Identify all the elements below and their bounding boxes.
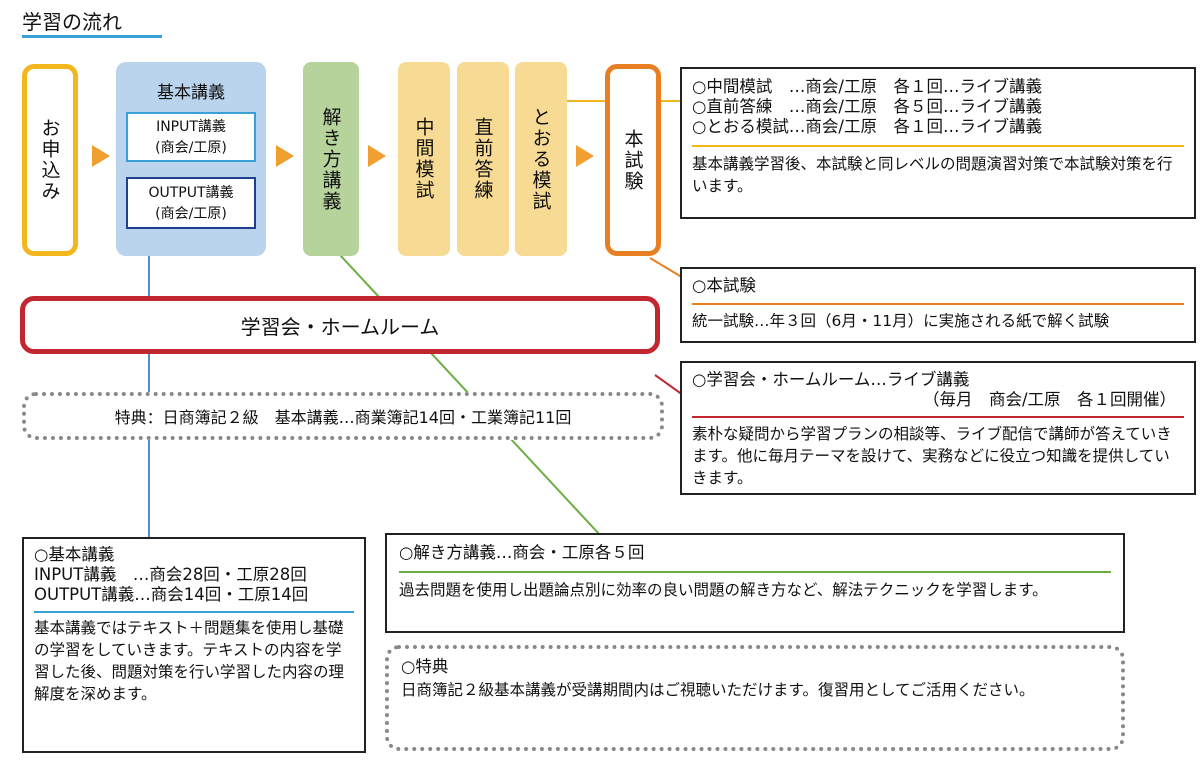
- perk-info-box: ○特典 日商簿記２級基本講義が受講期間内はご視聴いただけます。復習用としてご活用…: [385, 645, 1125, 751]
- exam-info-divider: [692, 303, 1184, 305]
- solving-info-divider: [399, 571, 1111, 573]
- homeroom-banner: 学習会・ホームルーム: [20, 296, 660, 354]
- basic-info-divider: [34, 611, 354, 613]
- mock-info-line-3: ○とおる模試…商会/工原 各１回…ライブ講義: [692, 117, 1042, 136]
- homeroom-info-line-2: （毎月 商会/工原 各１回開催）: [922, 390, 1176, 409]
- homeroom-info-box: ○学習会・ホームルーム…ライブ講義 （毎月 商会/工原 各１回開催） 素朴な疑問…: [680, 361, 1196, 495]
- pass-mock-label: とおる模試: [529, 106, 552, 212]
- basic-info-line-3: OUTPUT講義…商会14回・工原14回: [34, 585, 309, 604]
- homeroom-info-body: 素朴な疑問から学習プランの相談等、ライブ配信で講師が答えていきます。他に毎月テー…: [692, 425, 1172, 487]
- perk-banner-label: 特典：日商簿記２級 基本講義…商業簿記14回・工業簿記11回: [114, 408, 572, 427]
- output-lecture-sub: (商会/工原): [155, 206, 227, 222]
- apply-label: お申込み: [38, 118, 61, 202]
- basic-info-body: 基本講義ではテキスト＋問題集を使用し基礎の学習をしていきます。テキストの内容を学…: [34, 619, 345, 703]
- exam-info-heading: ○本試験: [692, 276, 756, 295]
- perk-info-heading: ○特典: [401, 657, 449, 676]
- input-lecture-box: INPUT講義 (商会/工原): [126, 112, 256, 162]
- arrow-right-icon: [276, 145, 294, 167]
- mock-exam-label: 中間模試: [412, 117, 435, 201]
- title-underline: [22, 35, 162, 38]
- main-exam-label: 本試験: [621, 128, 644, 192]
- exam-info-box: ○本試験 統一試験…年３回（6月・11月）に実施される紙で解く試験: [680, 267, 1196, 343]
- arrow-right-icon: [92, 145, 110, 167]
- apply-box: お申込み: [22, 64, 78, 256]
- mock-info-line-1: ○中間模試 …商会/工原 各１回…ライブ講義: [692, 77, 1042, 96]
- output-lecture-title: OUTPUT講義: [148, 185, 234, 201]
- mock-exam-box: 中間模試: [398, 62, 450, 256]
- mock-info-body: 基本講義学習後、本試験と同レベルの問題演習対策で本試験対策を行います。: [692, 155, 1173, 195]
- basic-lecture-box: 基本講義 INPUT講義 (商会/工原) OUTPUT講義 (商会/工原): [116, 62, 266, 256]
- perk-banner: 特典：日商簿記２級 基本講義…商業簿記14回・工業簿記11回: [22, 392, 664, 440]
- pass-mock-box: とおる模試: [515, 62, 567, 256]
- final-drill-label: 直前答練: [471, 117, 494, 201]
- mock-info-line-2: ○直前答練 …商会/工原 各５回…ライブ講義: [692, 97, 1042, 116]
- solving-info-body: 過去問題を使用し出題論点別に効率の良い問題の解き方など、解法テクニックを学習しま…: [399, 581, 1048, 599]
- solving-info-box: ○解き方講義…商会・工原各５回 過去問題を使用し出題論点別に効率の良い問題の解き…: [385, 533, 1125, 633]
- homeroom-info-divider: [692, 416, 1184, 418]
- final-drill-box: 直前答練: [457, 62, 509, 256]
- solving-lecture-box: 解き方講義: [303, 62, 359, 256]
- input-lecture-title: INPUT講義: [156, 119, 226, 135]
- homeroom-info-line-1: ○学習会・ホームルーム…ライブ講義: [692, 370, 970, 389]
- basic-info-line-2: INPUT講義 …商会28回・工原28回: [34, 565, 307, 584]
- basic-lecture-heading: 基本講義: [157, 83, 225, 103]
- solving-lecture-label: 解き方講義: [319, 106, 342, 212]
- perk-info-body: 日商簿記２級基本講義が受講期間内はご視聴いただけます。復習用としてご活用ください…: [401, 681, 1035, 699]
- exam-info-body: 統一試験…年３回（6月・11月）に実施される紙で解く試験: [692, 312, 1110, 330]
- output-lecture-box: OUTPUT講義 (商会/工原): [126, 177, 256, 229]
- arrow-right-icon: [576, 145, 594, 167]
- main-exam-box: 本試験: [605, 64, 661, 256]
- mock-info-divider: [692, 145, 1184, 147]
- input-lecture-sub: (商会/工原): [155, 140, 227, 156]
- solving-info-heading: ○解き方講義…商会・工原各５回: [399, 543, 645, 562]
- arrow-right-icon: [368, 145, 386, 167]
- basic-info-box: ○基本講義 INPUT講義 …商会28回・工原28回 OUTPUT講義…商会14…: [22, 537, 366, 753]
- mock-info-box: ○中間模試 …商会/工原 各１回…ライブ講義 ○直前答練 …商会/工原 各５回……: [680, 67, 1196, 219]
- homeroom-banner-label: 学習会・ホームルーム: [240, 314, 440, 339]
- basic-info-line-1: ○基本講義: [34, 545, 115, 564]
- page-title: 学習の流れ: [22, 10, 122, 34]
